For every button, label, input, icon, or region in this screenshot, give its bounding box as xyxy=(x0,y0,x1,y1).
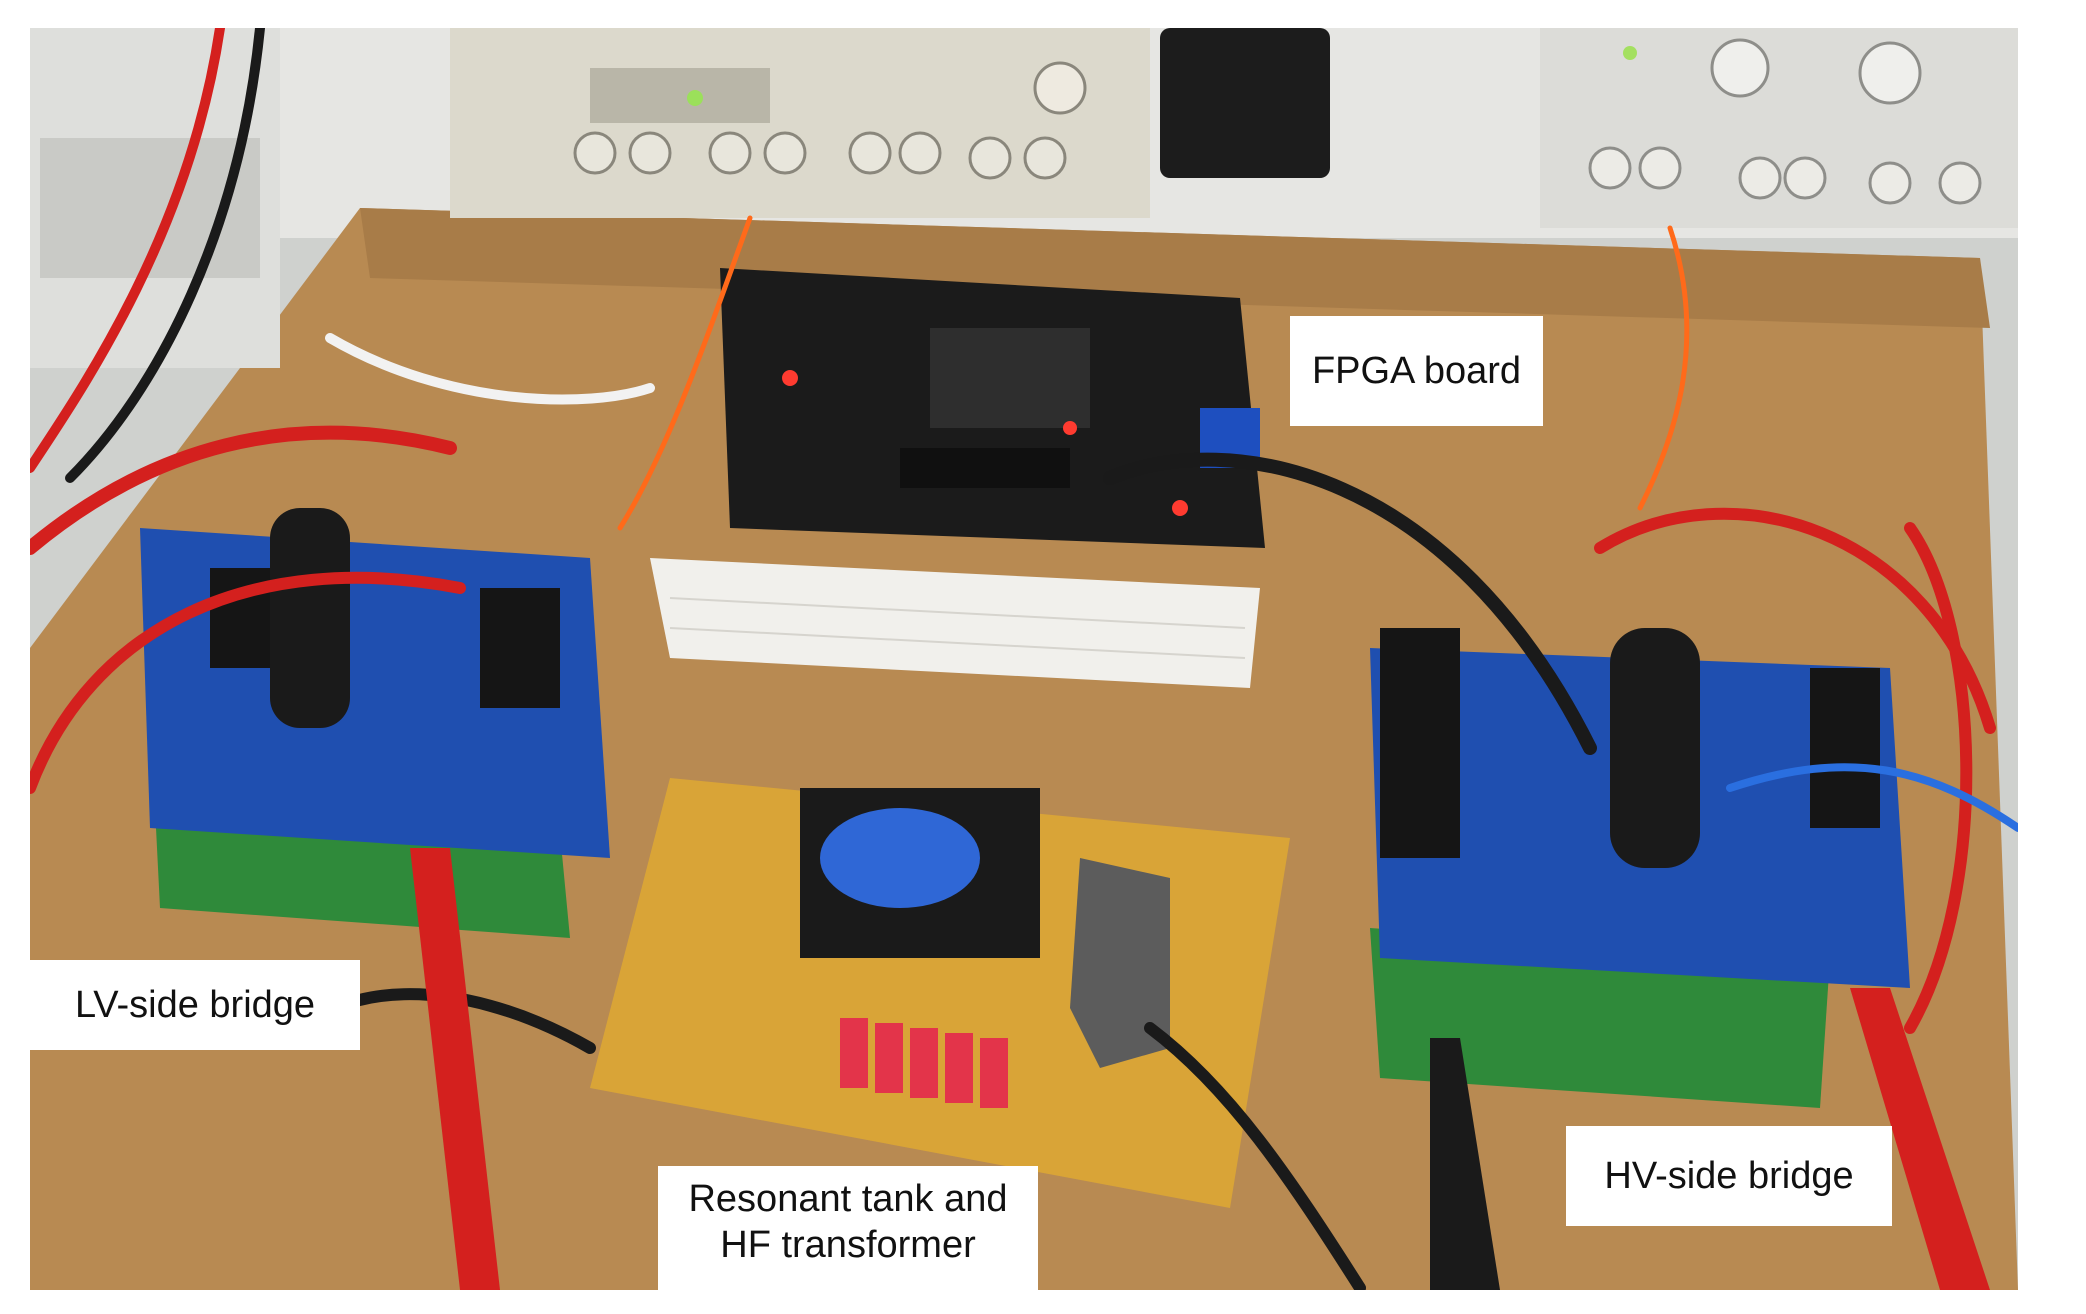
power-adapter xyxy=(1160,28,1330,178)
power-supply-right xyxy=(1540,28,2018,228)
breadboard xyxy=(650,558,1260,688)
hv-side-bridge-label: HV-side bridge xyxy=(1566,1126,1892,1226)
power-supply-left xyxy=(450,28,1150,218)
resonant-tank-label: Resonant tank and HF transformer xyxy=(658,1166,1038,1290)
lv-bridge-shape xyxy=(140,508,610,938)
probe-right xyxy=(1850,988,1990,1290)
lab-setup-photo xyxy=(30,28,2018,1290)
probe-ground xyxy=(1430,1038,1500,1290)
fpga-board-label: FPGA board xyxy=(1290,316,1543,426)
resonant-tank-shape xyxy=(590,778,1290,1208)
fpga-board-shape xyxy=(720,268,1265,548)
hv-bridge-shape xyxy=(1370,628,1910,1108)
probe-left xyxy=(410,848,500,1290)
cables xyxy=(30,28,2018,1290)
photo-frame: FPGA board LV-side bridge HV-side bridge… xyxy=(30,28,2018,1290)
lv-side-bridge-label: LV-side bridge xyxy=(30,960,360,1050)
